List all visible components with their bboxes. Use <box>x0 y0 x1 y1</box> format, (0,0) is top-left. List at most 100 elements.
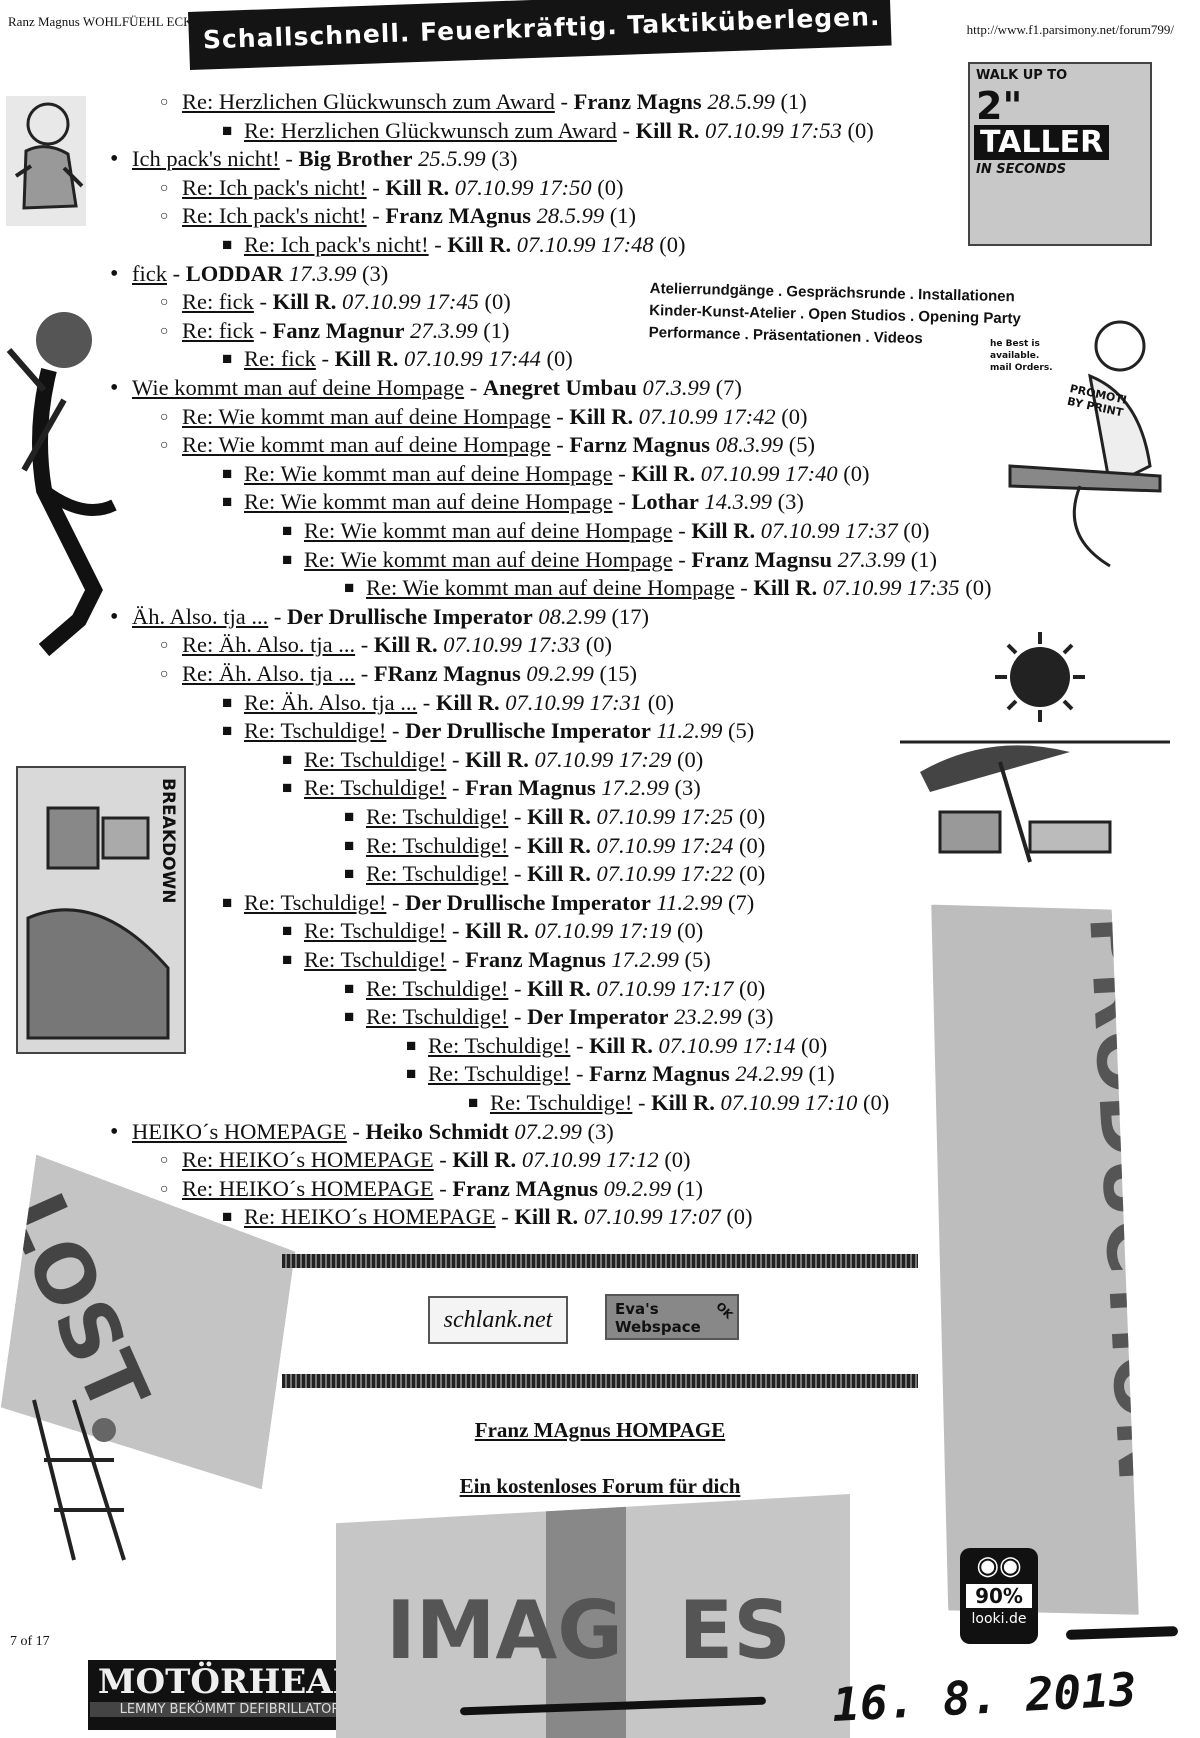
thread-date: 07.10.99 17:12 <box>521 1147 659 1173</box>
thread-link[interactable]: Re: Tschuldige! <box>490 1090 633 1115</box>
thread-author: Kill R. <box>589 1032 653 1058</box>
thread-link[interactable]: Re: Wie kommt man auf deine Hompage <box>244 489 613 515</box>
breakdown-label: BREAKDOWN <box>158 778 178 904</box>
thread-date: 07.3.99 <box>642 375 710 400</box>
forum-row: Re: Herzlichen Glückwunsch zum Award - F… <box>160 88 807 116</box>
thread-link[interactable]: Re: Herzlichen Glückwunsch zum Award <box>182 89 555 114</box>
bullet-icon <box>282 746 304 776</box>
thread-link[interactable]: HEIKO´s HOMEPAGE <box>132 1118 347 1144</box>
beach-illustration <box>900 632 1170 872</box>
slogan-banner: Schallschnell. Feuerkräftig. Taktiküberl… <box>188 0 892 70</box>
thread-date: 28.5.99 <box>536 203 605 229</box>
free-forum-link[interactable]: Ein kostenloses Forum für dich <box>459 1474 741 1498</box>
thread-link[interactable]: Re: Tschuldige! <box>304 746 447 772</box>
thread-link[interactable]: Re: HEIKO´s HOMEPAGE <box>182 1175 434 1201</box>
bullet-icon <box>344 832 366 862</box>
bullet-icon <box>344 803 366 833</box>
thread-link[interactable]: Re: Tschuldige! <box>304 947 447 972</box>
homepage-link[interactable]: Franz MAgnus HOMPAGE <box>474 1418 726 1442</box>
thread-date: 08.2.99 <box>538 603 606 629</box>
thread-link[interactable]: Re: Wie kommt man auf deine Hompage <box>366 575 735 601</box>
thread-link[interactable]: Wie kommt man auf deine Hompage <box>132 375 465 400</box>
reply-count: (0) <box>903 518 930 543</box>
thread-date: 07.10.99 17:44 <box>404 346 541 372</box>
thread-date: 09.2.99 <box>603 1175 672 1201</box>
thread-link[interactable]: Re: Wie kommt man auf deine Hompage <box>244 460 613 486</box>
thread-link[interactable]: Äh. Also. tja ... <box>132 603 269 629</box>
forum-row: Re: HEIKO´s HOMEPAGE - Kill R. 07.10.99 … <box>160 1146 691 1174</box>
forum-row: Re: fick - Kill R. 07.10.99 17:44 (0) <box>222 345 573 373</box>
forum-row: Re: Äh. Also. tja ... - Kill R. 07.10.99… <box>222 689 674 717</box>
thread-link[interactable]: Re: Ich pack's nicht! <box>182 203 367 229</box>
thread-link[interactable]: Re: Herzlichen Glückwunsch zum Award <box>244 117 617 143</box>
thread-link[interactable]: Re: Wie kommt man auf deine Hompage <box>304 546 673 572</box>
thread-link[interactable]: Re: Äh. Also. tja ... <box>182 632 356 658</box>
schlank-button[interactable]: schlank.net <box>428 1296 568 1344</box>
thread-date: 07.10.99 17:19 <box>534 918 672 944</box>
thread-link[interactable]: Re: Tschuldige! <box>366 804 509 829</box>
reply-count: (0) <box>659 232 686 257</box>
thread-link[interactable]: fick <box>132 260 167 286</box>
thread-link[interactable]: Re: Tschuldige! <box>366 861 509 887</box>
thread-link[interactable]: Re: Tschuldige! <box>304 775 447 801</box>
thread-link[interactable]: Re: Tschuldige! <box>366 975 509 1001</box>
reply-count: (15) <box>599 661 638 686</box>
thread-link[interactable]: Re: Ich pack's nicht! <box>244 232 429 257</box>
bullet-icon <box>406 1060 428 1090</box>
thread-link[interactable]: Re: Ich pack's nicht! <box>182 174 367 200</box>
reply-count: (0) <box>546 346 573 372</box>
schlank-button-label: schlank.net <box>443 1307 553 1333</box>
reply-count: (0) <box>585 632 613 658</box>
thread-link[interactable]: Re: Tschuldige! <box>366 832 509 858</box>
thread-date: 11.2.99 <box>656 889 723 915</box>
bullet-icon <box>160 631 182 663</box>
thread-date: 24.2.99 <box>735 1061 803 1087</box>
thread-link[interactable]: Re: Tschuldige! <box>428 1032 571 1058</box>
thread-date: 17.2.99 <box>601 775 669 801</box>
thread-link[interactable]: Re: Wie kommt man auf deine Hompage <box>182 432 551 458</box>
reply-count: (5) <box>788 432 815 458</box>
bullet-icon <box>344 574 366 604</box>
forum-row: Re: Ich pack's nicht! - Kill R. 07.10.99… <box>222 231 686 259</box>
thread-link[interactable]: Re: Wie kommt man auf deine Hompage <box>182 403 551 429</box>
thread-link[interactable]: Re: Tschuldige! <box>244 889 387 915</box>
thread-link[interactable]: Re: fick <box>244 346 316 372</box>
forum-row: fick - LODDAR 17.3.99 (3) <box>110 260 388 288</box>
reply-count: (0) <box>739 975 766 1001</box>
thread-date: 07.10.99 17:37 <box>760 518 898 543</box>
forum-row: Re: Wie kommt man auf deine Hompage - Ki… <box>282 517 929 545</box>
evas-webspace-button[interactable]: Eva's Webspace OK <box>605 1294 739 1340</box>
reply-count: (3) <box>362 260 389 286</box>
thread-date: 28.5.99 <box>707 89 775 114</box>
thread-link[interactable]: Re: Tschuldige! <box>366 1004 509 1030</box>
thread-link[interactable]: Re: Tschuldige! <box>304 918 447 944</box>
thread-author: Kill R. <box>527 804 591 829</box>
thread-link[interactable]: Re: Tschuldige! <box>244 718 387 744</box>
thread-link[interactable]: Re: Äh. Also. tja ... <box>182 661 356 686</box>
thread-date: 07.10.99 17:45 <box>342 289 479 315</box>
bullet-icon <box>222 889 244 919</box>
reply-count: (0) <box>726 1204 753 1230</box>
thread-author: Kill R. <box>691 518 756 543</box>
thread-link[interactable]: Re: Tschuldige! <box>428 1061 571 1087</box>
thread-link[interactable]: Re: HEIKO´s HOMEPAGE <box>244 1204 496 1230</box>
thread-link[interactable]: Re: Wie kommt man auf deine Hompage <box>304 518 673 543</box>
forum-row: Re: Tschuldige! - Farnz Magnus 24.2.99 (… <box>406 1060 835 1088</box>
forum-row: Re: Äh. Also. tja ... - Kill R. 07.10.99… <box>160 631 612 659</box>
thread-link[interactable]: Re: fick <box>182 317 254 343</box>
bullet-icon <box>160 1146 182 1178</box>
reply-count: (7) <box>728 889 755 915</box>
bullet-icon <box>282 946 304 976</box>
thread-author: Franz MAgnus <box>385 203 531 229</box>
thread-link[interactable]: Re: Äh. Also. tja ... <box>244 689 418 715</box>
thread-link[interactable]: Re: fick <box>182 289 254 315</box>
thread-link[interactable]: Re: HEIKO´s HOMEPAGE <box>182 1147 434 1173</box>
reply-count: (1) <box>910 546 937 572</box>
forum-row: Re: Äh. Also. tja ... - FRanz Magnus 09.… <box>160 660 637 688</box>
thread-date: 07.10.99 17:53 <box>704 117 842 143</box>
thread-author: Der Drullische Imperator <box>405 889 651 915</box>
reply-count: (0) <box>739 861 766 887</box>
bullet-icon <box>222 1203 244 1233</box>
taller-ad-word: TALLER <box>974 125 1110 160</box>
thread-link[interactable]: Ich pack's nicht! <box>132 146 280 172</box>
